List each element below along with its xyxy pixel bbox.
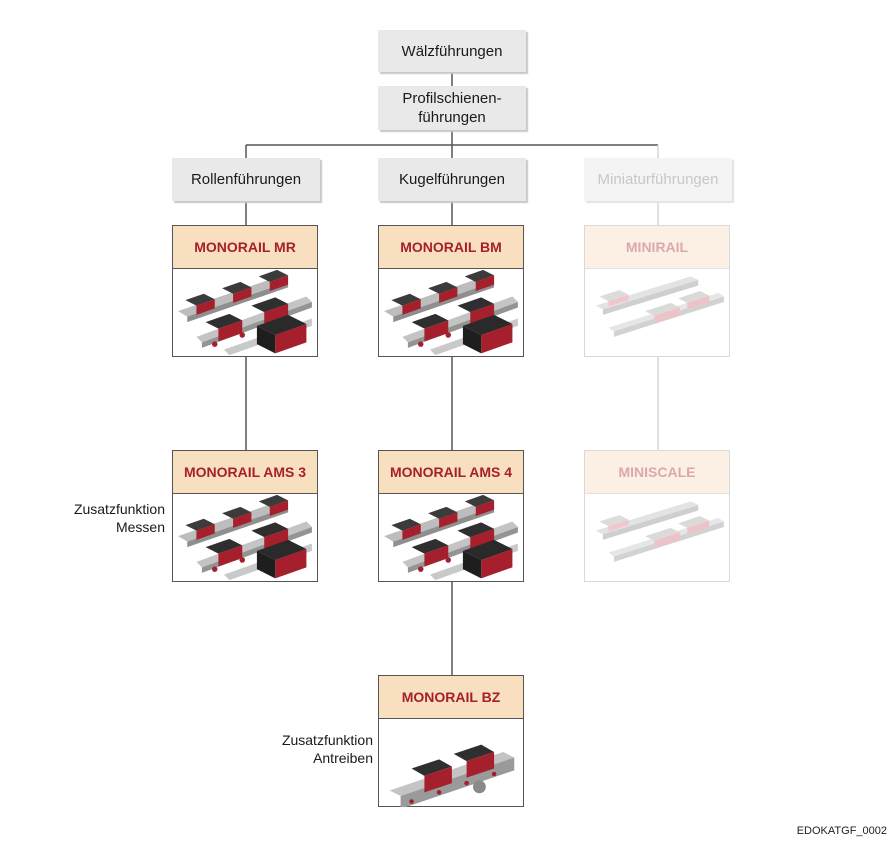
node-mini-label: Miniaturführungen bbox=[597, 171, 719, 188]
card-monorail-bm: MONORAIL BM bbox=[378, 225, 524, 357]
label-antreiben-line2: Antreiben bbox=[313, 750, 373, 766]
card-minirail: MINIRAIL bbox=[584, 225, 730, 357]
node-miniaturfuehrungen: Miniaturführungen bbox=[584, 158, 732, 201]
card-monorail-ams4: MONORAIL AMS 4 bbox=[378, 450, 524, 582]
monorail-bz-image bbox=[389, 744, 515, 807]
card-monorail-bz-title: MONORAIL BZ bbox=[379, 676, 523, 719]
card-monorail-mr-title: MONORAIL MR bbox=[173, 226, 317, 269]
card-monorail-ams3: MONORAIL AMS 3 bbox=[172, 450, 318, 582]
label-messen-line2: Messen bbox=[115, 519, 165, 535]
card-monorail-bz: MONORAIL BZ bbox=[378, 675, 524, 807]
image-code: EDOKATGF_0002 bbox=[796, 825, 887, 837]
card-monorail-mr: MONORAIL MR bbox=[172, 225, 318, 357]
label-zusatzfunktion-messen: Zusatzfunktion Messen bbox=[74, 500, 165, 536]
miniscale-image bbox=[595, 501, 724, 562]
card-monorail-bm-title: MONORAIL BM bbox=[379, 226, 523, 269]
card-monorail-ams3-title: MONORAIL AMS 3 bbox=[173, 451, 317, 494]
card-minirail-title: MINIRAIL bbox=[585, 226, 729, 269]
label-zusatzfunktion-antreiben: Zusatzfunktion Antreiben bbox=[282, 731, 373, 767]
node-profil-label-line1: Profilschienen- bbox=[402, 90, 502, 107]
monorail-bm-image bbox=[384, 269, 518, 356]
minirail-image bbox=[595, 276, 724, 337]
node-rollen-label: Rollenführungen bbox=[190, 171, 302, 188]
node-profilschienenfuehrungen: Profilschienen- führungen bbox=[378, 86, 526, 130]
monorail-mr-image bbox=[178, 269, 312, 356]
node-rollenfuehrungen: Rollenführungen bbox=[172, 158, 320, 201]
label-antreiben-line1: Zusatzfunktion bbox=[281, 732, 373, 748]
node-waelzfuehrungen: Wälzführungen bbox=[378, 30, 526, 72]
node-profil-label-line2: führungen bbox=[418, 109, 486, 126]
card-miniscale: MINISCALE bbox=[584, 450, 730, 582]
node-kugel-label: Kugelführungen bbox=[399, 171, 505, 188]
node-kugelfuehrungen: Kugelführungen bbox=[378, 158, 526, 201]
monorail-ams3-image bbox=[178, 494, 312, 581]
label-messen-line1: Zusatzfunktion bbox=[73, 501, 165, 517]
card-monorail-ams4-title: MONORAIL AMS 4 bbox=[379, 451, 523, 494]
card-miniscale-title: MINISCALE bbox=[585, 451, 729, 494]
monorail-ams4-image bbox=[384, 494, 518, 581]
node-waelzfuehrungen-label: Wälzführungen bbox=[401, 42, 503, 60]
